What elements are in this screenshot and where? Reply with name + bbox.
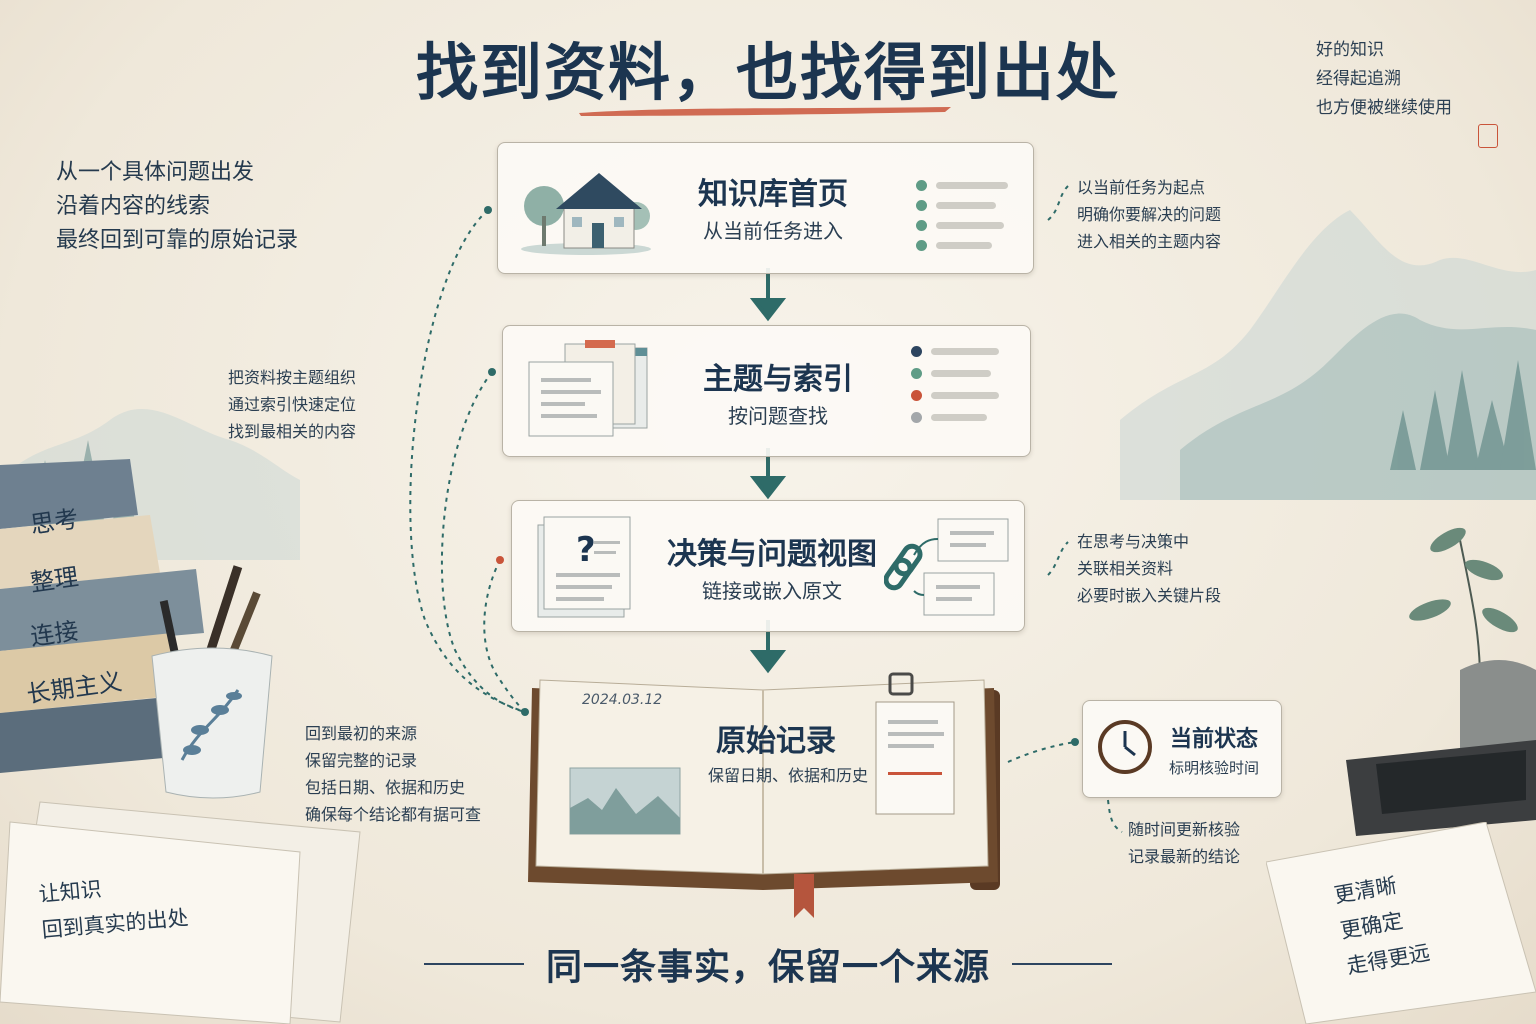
card-subtitle-status: 标明核验时间	[1168, 759, 1259, 777]
book-label-2: 整理	[28, 562, 81, 598]
question-icon: ?	[537, 516, 631, 618]
book-label-1: 思考	[28, 504, 81, 540]
card-title-topics: 主题与索引	[703, 362, 853, 397]
intro-note: 从一个具体问题出发 沿着内容的线索 最终回到可靠的原始记录	[56, 160, 299, 253]
paper-note-left	[0, 801, 361, 1024]
card-subtitle-record: 保留日期、依据和历史	[707, 766, 868, 785]
footer-motto: 同一条事实，保留一个来源	[545, 946, 990, 988]
card-subtitle-decision: 链接或嵌入原文	[702, 579, 842, 603]
footer-rule-left	[424, 963, 524, 965]
principle-note: 好的知识 经得起追溯 也方便被继续使用	[1316, 40, 1452, 118]
book-stack-illustration	[0, 459, 204, 773]
mountain-landscape-right	[1120, 210, 1536, 500]
status-side-note: 随时间更新核验 记录最新的结论	[1128, 820, 1241, 866]
paper-note-right	[1266, 822, 1536, 1024]
book-label-3: 连接	[28, 616, 81, 652]
record-date: 2024.03.12	[582, 692, 663, 708]
card-topics-index[interactable]: 主题与索引 按问题查找	[502, 325, 1031, 457]
seal-icon	[1478, 124, 1498, 148]
home-side-note: 以当前任务为起点 明确你要解决的问题 进入相关的主题内容	[1077, 178, 1222, 251]
pen-cup-icon	[151, 565, 273, 799]
plant-icon	[1409, 527, 1536, 750]
clock-icon	[1098, 720, 1152, 774]
card-knowledge-home[interactable]: 知识库首页 从当前任务进入	[497, 142, 1034, 274]
paper-note-left-text: 让知识 回到真实的出处	[37, 877, 190, 943]
card-title-status: 当前状态	[1169, 726, 1258, 752]
card-title-record: 原始记录	[716, 724, 836, 759]
link-icon	[884, 518, 1009, 616]
decision-side-note: 在思考与决策中 关联相关资料 必要时嵌入关键片段	[1077, 532, 1222, 605]
card-subtitle-topics: 按问题查找	[728, 404, 828, 428]
card-title-home: 知识库首页	[698, 177, 848, 212]
house-icon	[521, 173, 651, 255]
page-title: 找到资料，也找得到出处	[415, 36, 1120, 109]
topics-side-note: 把资料按主题组织 通过索引快速定位 找到最相关的内容	[228, 368, 357, 441]
card-title-decision: 决策与问题视图	[667, 537, 877, 572]
card-subtitle-home: 从当前任务进入	[703, 219, 843, 243]
svg-text:?: ?	[576, 530, 596, 570]
documents-icon	[528, 340, 648, 437]
inkstone-icon	[1346, 740, 1536, 836]
card-decision-view[interactable]: ? 决策与问题视图 链接或嵌入原文	[511, 500, 1025, 632]
title-underline-stroke	[579, 107, 951, 116]
card-current-status[interactable]: 当前状态 标明核验时间	[1082, 700, 1282, 798]
footer-rule-right	[1012, 963, 1112, 965]
open-notebook-illustration	[528, 672, 1000, 918]
record-side-note: 回到最初的来源 保留完整的记录 包括日期、依据和历史 确保每个结论都有据可查	[305, 724, 482, 824]
